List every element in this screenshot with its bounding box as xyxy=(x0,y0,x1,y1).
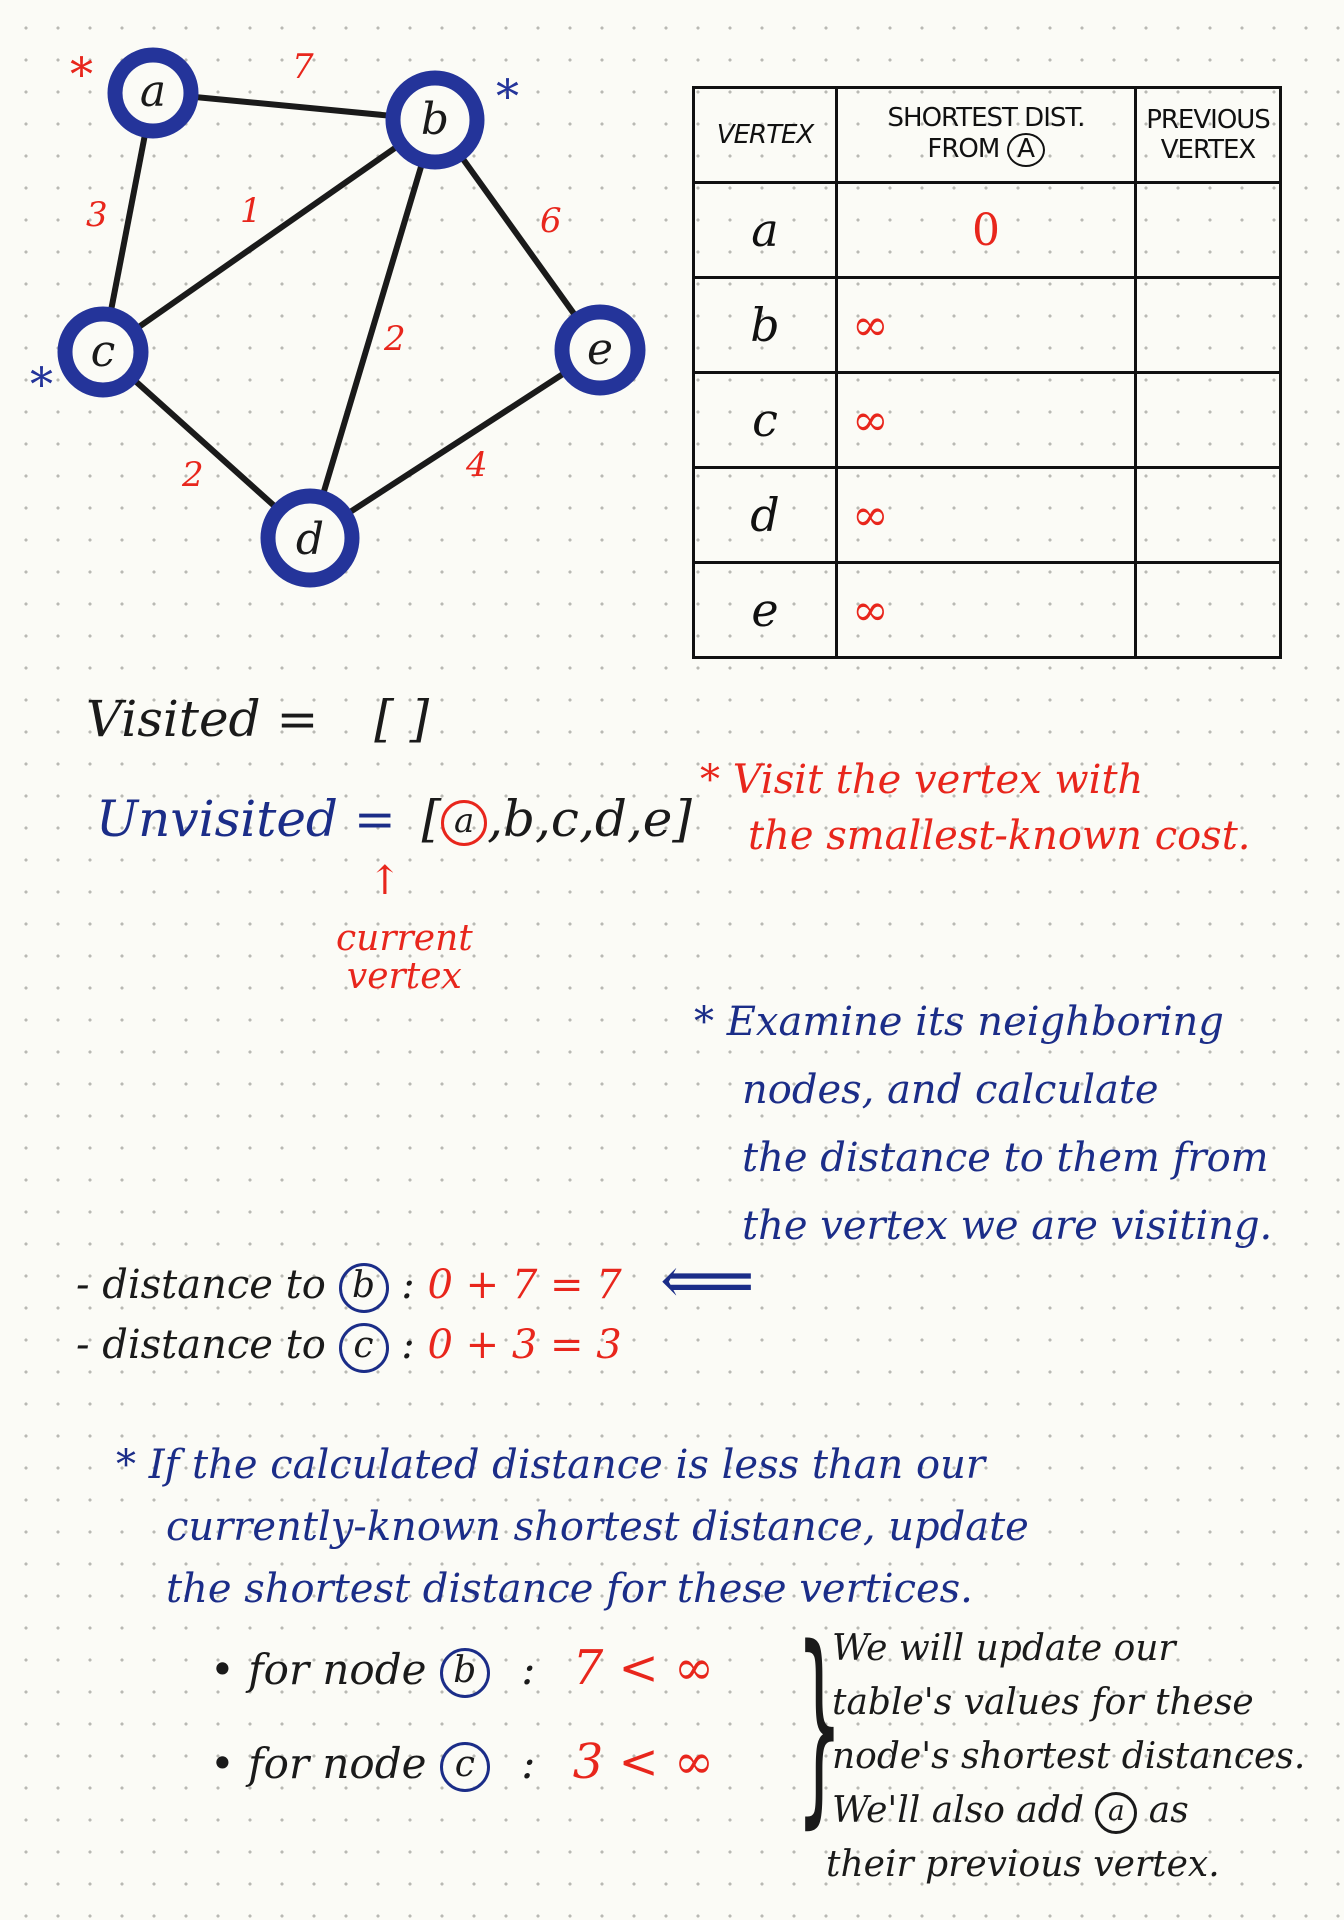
row-vertex: b xyxy=(692,276,838,374)
visited-line: Visited = [ ] xyxy=(86,690,429,748)
edge-b-c xyxy=(101,117,437,355)
row-previous xyxy=(1134,276,1282,374)
row-previous xyxy=(1134,561,1282,659)
weight-b-c: 1 xyxy=(240,191,262,231)
row-vertex: d xyxy=(692,466,838,564)
calc-row-b: - distance to b : 0 + 7 = 7 xyxy=(76,1262,622,1313)
visited-value: [ ] xyxy=(374,690,430,748)
unvisited-line: Unvisited = [a,b,c,d,e] xyxy=(96,790,692,848)
weight-d-e: 4 xyxy=(465,445,488,485)
table-row: b ∞ xyxy=(692,276,1282,374)
current-vertex-note: current vertex xyxy=(336,918,473,997)
weight-a-c: 3 xyxy=(86,195,108,235)
weighted-graph: 7 3 1 2 6 2 4 a b c d e * * * xyxy=(30,47,646,588)
row-previous xyxy=(1134,181,1282,279)
node-c: c xyxy=(57,306,149,398)
bullet-node-c: • for node c : 3 < ∞ xyxy=(210,1734,714,1792)
curly-brace: } xyxy=(796,1602,843,1847)
svg-text:e: e xyxy=(587,324,613,375)
update-note: * If the calculated distance is less tha… xyxy=(116,1442,1029,1612)
from-node-circle: a xyxy=(1006,133,1045,167)
row-distance: 0 xyxy=(835,181,1137,279)
note-node-a-circle: a xyxy=(1095,1792,1138,1834)
svg-text:d: d xyxy=(296,514,324,565)
row-distance: ∞ xyxy=(835,276,1137,374)
bullet-node-c-circle: c xyxy=(439,1742,490,1792)
calc-row-c: - distance to c : 0 + 3 = 3 xyxy=(76,1322,622,1373)
calc-node-c: c xyxy=(338,1323,389,1373)
update-side-note: We will update our table's values for th… xyxy=(826,1628,1306,1885)
table-row: e ∞ xyxy=(692,561,1282,659)
header-vertex: Vertex xyxy=(692,86,838,184)
node-e: e xyxy=(554,304,646,396)
visited-label: Visited = xyxy=(86,690,319,748)
row-distance: ∞ xyxy=(835,561,1137,659)
current-vertex-circle: a xyxy=(441,800,488,846)
star-mark-c: * xyxy=(30,357,53,411)
bullet-node-b: • for node b : 7 < ∞ xyxy=(210,1640,714,1698)
node-b: b xyxy=(385,70,485,170)
back-arrow: ⟸ xyxy=(660,1242,755,1319)
row-distance: ∞ xyxy=(835,371,1137,469)
current-arrow: ↑ xyxy=(368,858,402,904)
edge-d-e xyxy=(308,347,602,541)
header-shortest-dist: Shortest Dist. From a xyxy=(835,86,1137,184)
row-distance: ∞ xyxy=(835,466,1137,564)
header-previous-vertex: Previous Vertex xyxy=(1134,86,1282,184)
node-d: d xyxy=(260,488,360,588)
unvisited-label: Unvisited = xyxy=(96,790,396,848)
table-row: a 0 xyxy=(692,181,1282,279)
weight-b-e: 6 xyxy=(540,201,562,241)
unvisited-open: [ xyxy=(421,790,442,848)
table-row: c ∞ xyxy=(692,371,1282,469)
examine-note: * Examine its neighboring nodes, and cal… xyxy=(694,999,1273,1249)
calc-node-b: b xyxy=(338,1263,389,1313)
star-mark-b: * xyxy=(496,69,519,123)
svg-text:a: a xyxy=(140,66,166,117)
row-previous xyxy=(1134,466,1282,564)
unvisited-rest: ,b,c,d,e] xyxy=(487,790,692,848)
row-vertex: e xyxy=(692,561,838,659)
row-previous xyxy=(1134,371,1282,469)
bullet-node-b-circle: b xyxy=(439,1648,490,1698)
row-vertex: a xyxy=(692,181,838,279)
svg-text:c: c xyxy=(91,326,116,377)
weight-b-d: 2 xyxy=(383,319,406,359)
node-a: a xyxy=(107,47,199,139)
edge-b-d xyxy=(307,119,438,539)
row-vertex: c xyxy=(692,371,838,469)
star-mark-a: * xyxy=(70,47,93,101)
svg-text:b: b xyxy=(421,94,449,145)
distance-table: Vertex Shortest Dist. From a Previous Ve… xyxy=(692,86,1282,659)
weight-a-b: 7 xyxy=(292,47,314,87)
visit-note: * Visit the vertex with the smallest-kno… xyxy=(700,757,1251,859)
weight-c-d: 2 xyxy=(181,455,204,495)
table-row: d ∞ xyxy=(692,466,1282,564)
